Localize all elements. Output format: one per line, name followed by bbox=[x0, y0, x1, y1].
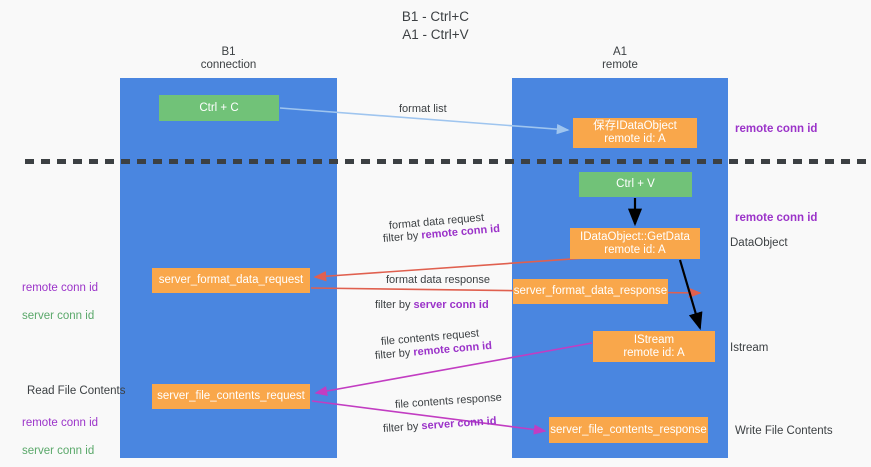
side-label-istream: Istream bbox=[730, 342, 769, 354]
left-server-conn-id-1: server conn id bbox=[22, 310, 95, 322]
column-header-a1: A1 remote bbox=[602, 46, 638, 71]
side-label-remote-conn-id-top: remote conn id bbox=[735, 123, 818, 135]
node-ctrl-c[interactable]: Ctrl + C bbox=[159, 95, 279, 121]
diagram-title: B1 - Ctrl+C A1 - Ctrl+V bbox=[401, 9, 470, 42]
node-idataobject-getdata[interactable]: IDataObject::GetData remote id: A bbox=[570, 228, 700, 259]
node-istream[interactable]: IStream remote id: A bbox=[593, 331, 715, 362]
filter-by-text: filter by bbox=[382, 229, 422, 245]
arrow-label-filter-by-server-conn-id-1: filter by server conn id bbox=[375, 298, 489, 312]
node-save-idataobject[interactable]: 保存IDataObject remote id: A bbox=[573, 118, 697, 148]
node-server-file-contents-request[interactable]: server_file_contents_request bbox=[152, 384, 310, 409]
column-header-b1: B1 connection bbox=[200, 46, 257, 71]
filter-by-text: filter by bbox=[374, 346, 414, 362]
arrow-label-filter-by-server-conn-id-2: filter by server conn id bbox=[383, 414, 497, 436]
side-label-left-conn-ids-1: remote conn id server conn id bbox=[22, 267, 98, 337]
side-label-read-file-contents: Read File Contents bbox=[27, 385, 126, 397]
side-label-left-conn-ids-2: remote conn id server conn id bbox=[22, 402, 98, 467]
node-ctrl-v[interactable]: Ctrl + V bbox=[579, 172, 692, 197]
left-remote-conn-id-2: remote conn id bbox=[22, 417, 99, 429]
side-label-dataobject: DataObject bbox=[730, 237, 788, 249]
server-conn-id-text: server conn id bbox=[421, 415, 497, 433]
node-server-format-data-request[interactable]: server_format_data_request bbox=[152, 268, 310, 293]
arrow-label-format-list: format list bbox=[399, 103, 447, 115]
filter-by-text: filter by bbox=[382, 420, 422, 435]
filter-by-text: filter by bbox=[375, 299, 414, 311]
side-label-remote-conn-id-mid: remote conn id bbox=[735, 212, 818, 224]
side-label-write-file-contents: Write File Contents bbox=[735, 425, 833, 437]
node-server-format-data-response[interactable]: server_format_data_response bbox=[513, 279, 668, 304]
arrow-label-file-contents-response: file contents response bbox=[394, 391, 503, 411]
node-server-file-contents-response[interactable]: server_file_contents_response bbox=[549, 417, 708, 443]
arrow-label-format-data-response: format data response bbox=[386, 274, 490, 286]
left-server-conn-id-2: server conn id bbox=[22, 445, 95, 457]
server-conn-id-text: server conn id bbox=[413, 299, 489, 311]
left-remote-conn-id-1: remote conn id bbox=[22, 282, 99, 294]
boundary-dashed-line bbox=[25, 159, 871, 164]
